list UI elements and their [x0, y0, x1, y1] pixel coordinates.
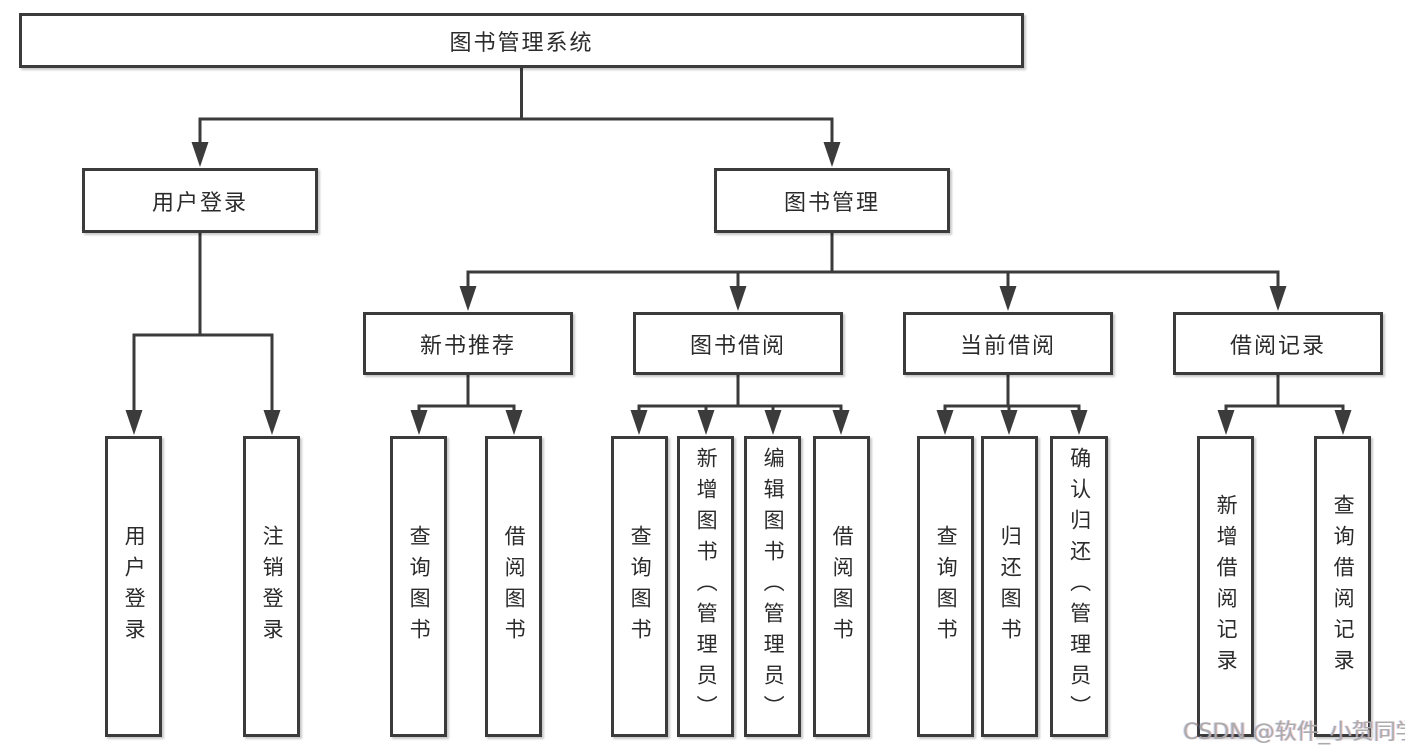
leaf-query-books-current: 查询图书: [917, 436, 974, 737]
csdn-watermark: CSDN @软件_小贺同学: [1183, 720, 1405, 745]
node-label: 新书推荐: [419, 333, 516, 359]
leaf-label: 查询借阅记录: [1331, 493, 1356, 680]
leaf-edit-book-admin: 编辑图书（管理员）: [744, 436, 801, 737]
leaf-add-borrow-record: 新增借阅记录: [1197, 436, 1254, 737]
leaf-query-books-borrow: 查询图书: [611, 436, 668, 737]
leaf-user-login: 用户登录: [105, 436, 162, 737]
node-library-management-system: 图书管理系统: [19, 13, 1024, 68]
node-user-login: 用户登录: [82, 168, 318, 233]
leaf-logout: 注销登录: [243, 436, 300, 737]
leaf-label: 借阅图书: [502, 524, 527, 649]
leaf-label: 确认归还（管理员）: [1067, 447, 1092, 726]
leaf-label: 查询图书: [407, 524, 432, 649]
leaf-label: 借阅图书: [830, 524, 855, 649]
leaf-borrow-books-borrow: 借阅图书: [813, 436, 870, 737]
node-book-borrow: 图书借阅: [633, 312, 843, 375]
leaf-label: 归还图书: [998, 524, 1023, 649]
leaf-label: 注销登录: [260, 524, 285, 649]
leaf-query-borrow-record: 查询借阅记录: [1314, 436, 1371, 737]
node-new-book-recommend: 新书推荐: [363, 312, 573, 375]
leaf-borrow-books-recommend: 借阅图书: [485, 436, 542, 737]
leaf-add-book-admin: 新增图书（管理员）: [677, 436, 734, 737]
node-label: 用户登录: [151, 190, 248, 216]
leaf-confirm-return-admin: 确认归还（管理员）: [1050, 436, 1108, 737]
node-label: 借阅记录: [1229, 333, 1326, 359]
leaf-label: 用户登录: [122, 524, 147, 649]
node-borrow-records: 借阅记录: [1173, 312, 1383, 375]
leaf-query-books-recommend: 查询图书: [390, 436, 447, 737]
leaf-label: 新增借阅记录: [1214, 493, 1239, 680]
node-label: 图书借阅: [689, 333, 786, 359]
leaf-label: 查询图书: [934, 524, 959, 649]
node-label: 图书管理: [783, 190, 880, 216]
node-current-borrow: 当前借阅: [903, 312, 1113, 375]
leaf-return-book: 归还图书: [981, 436, 1038, 737]
leaf-label: 新增图书（管理员）: [694, 447, 719, 726]
node-book-management: 图书管理: [714, 168, 950, 233]
node-label: 当前借阅: [959, 333, 1056, 359]
leaf-label: 编辑图书（管理员）: [761, 447, 786, 726]
node-label: 图书管理系统: [449, 30, 594, 56]
leaf-label: 查询图书: [628, 524, 653, 649]
